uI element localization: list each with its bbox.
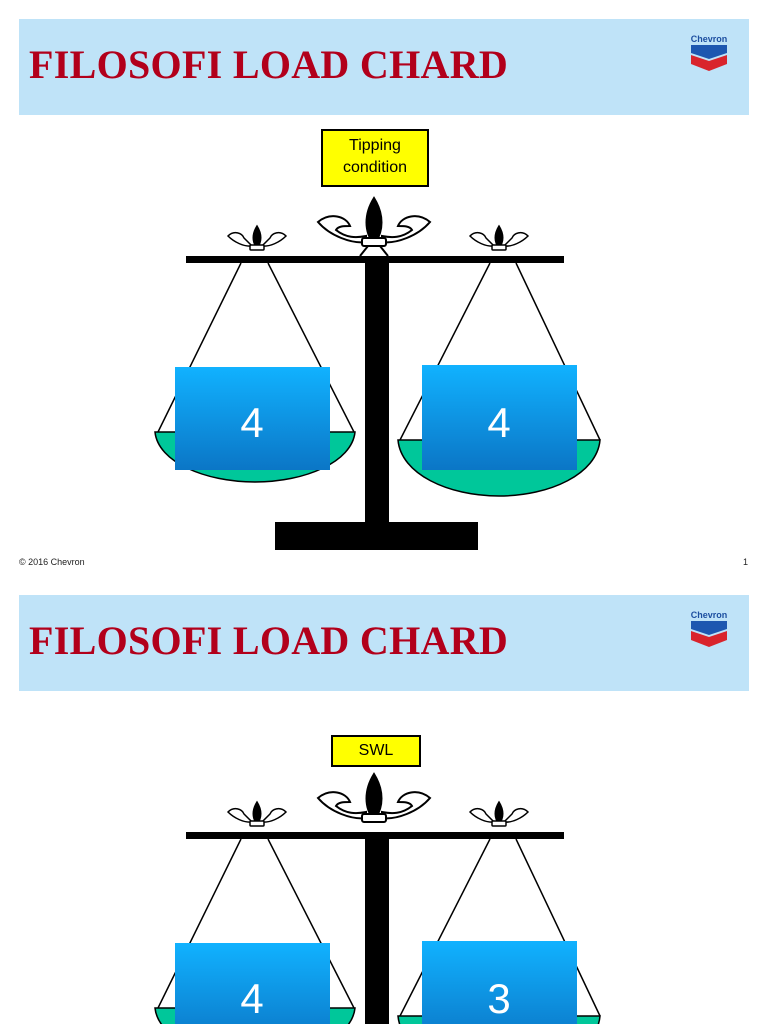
- right-fleur-icon: [468, 800, 530, 827]
- logo-text: Chevron: [690, 34, 728, 44]
- slide-1: FILOSOFI LOAD CHARD Chevron Tipping cond…: [19, 19, 749, 567]
- condition-label: SWL: [331, 735, 421, 767]
- chevron-chevron-icon: [691, 621, 727, 647]
- right-weight-block: [422, 941, 577, 1024]
- slide-header: FILOSOFI LOAD CHARD Chevron: [19, 595, 749, 691]
- balance-pillar: [365, 838, 389, 1024]
- balance-scale: 4 4: [154, 196, 601, 550]
- condition-label: Tipping condition: [321, 129, 429, 187]
- balance-beam: [186, 256, 564, 263]
- footer-copyright: © 2016 Chevron: [19, 557, 85, 567]
- page-number: 1: [742, 557, 748, 567]
- left-weight-block: [175, 367, 330, 470]
- right-fleur-icon: [468, 224, 530, 251]
- center-fleur-icon: [316, 772, 432, 823]
- chevron-logo: Chevron: [687, 610, 731, 649]
- balance-pillar: [365, 262, 389, 550]
- slide-header: FILOSOFI LOAD CHARD Chevron: [19, 19, 749, 115]
- slide-2: FILOSOFI LOAD CHARD Chevron SWL: [0, 576, 768, 1024]
- left-weight-value: 4: [240, 975, 263, 1022]
- slide-title: FILOSOFI LOAD CHARD: [29, 618, 509, 663]
- right-weight-value: 4: [487, 399, 510, 446]
- left-fleur-icon: [226, 800, 288, 827]
- balance-beam: [186, 832, 564, 839]
- chevron-chevron-icon: [691, 45, 727, 71]
- center-fleur-icon: [316, 196, 432, 257]
- right-weight-value: 3: [487, 975, 510, 1022]
- pan-strings: [157, 838, 601, 1017]
- left-weight-value: 4: [240, 399, 263, 446]
- condition-label-text: Tipping condition: [342, 137, 408, 176]
- slide-title: FILOSOFI LOAD CHARD: [29, 42, 509, 87]
- left-fleur-icon: [226, 224, 288, 251]
- left-weight-block: [175, 943, 330, 1024]
- condition-label-text: SWL: [358, 742, 394, 759]
- balance-base: [275, 522, 478, 550]
- balance-scale: 4 3: [154, 772, 601, 1024]
- logo-text: Chevron: [690, 610, 728, 620]
- pan-strings: [157, 262, 601, 441]
- right-weight-block: [422, 365, 577, 470]
- chevron-logo: Chevron: [687, 34, 731, 73]
